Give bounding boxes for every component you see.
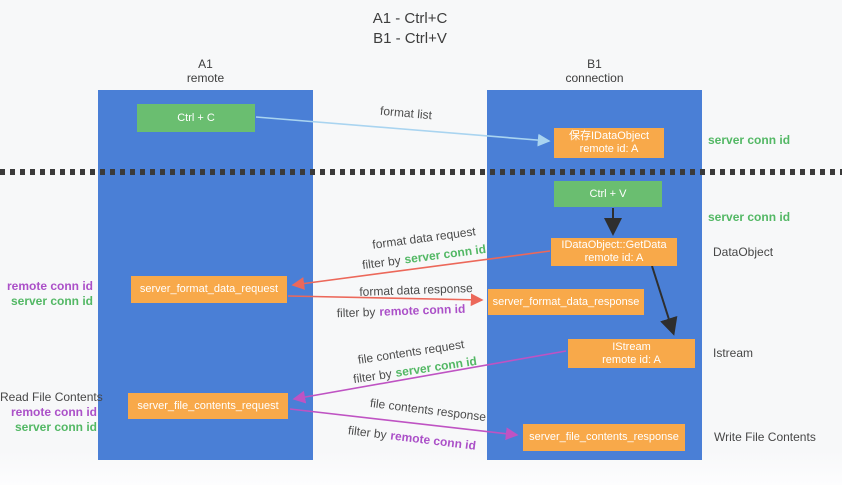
server-conn-id-label: server conn id (10, 294, 93, 308)
edge-label-file-contents-response-text: file contents response (369, 395, 487, 425)
remote-conn-id-label: remote conn id (6, 279, 93, 293)
dashed-separator-line (0, 169, 842, 175)
edge-label-format-list: format list (379, 104, 432, 122)
node-save-idataobject-line2: remote id: A (579, 143, 639, 155)
node-server-file-contents-response-label: server_file_contents_response (529, 431, 679, 443)
filter-by-text: filter by (361, 253, 402, 273)
node-ctrl-v-label: Ctrl + V (589, 187, 627, 200)
node-istream: IStream remote id: A (568, 339, 695, 368)
left-labels-file-request: Read File Contents remote conn id server… (0, 390, 103, 435)
right-label-dataobject: DataObject (713, 245, 773, 260)
node-server-file-contents-request-label: server_file_contents_request (137, 399, 279, 412)
diagram-title: A1 - Ctrl+C B1 - Ctrl+V (0, 9, 820, 49)
left-labels-format-request: remote conn id server conn id (0, 279, 93, 309)
lane-a1-name: A1 (198, 57, 213, 71)
remote-conn-id-text: remote conn id (379, 301, 466, 319)
right-label-write-file-contents: Write File Contents (714, 430, 816, 445)
lane-b1-subtitle: connection (565, 71, 624, 85)
node-idataobject-getdata-line1: IDataObject::GetData (561, 239, 667, 251)
node-save-idataobject: 保存IDataObject remote id: A (554, 128, 664, 158)
write-file-contents-label: Write File Contents (714, 430, 816, 444)
filter-by-text: filter by (347, 423, 388, 442)
filter-by-text: filter by (336, 304, 376, 321)
node-istream-line2: remote id: A (602, 353, 661, 366)
istream-label: Istream (713, 346, 754, 360)
server-conn-id-label: server conn id (708, 210, 791, 224)
dataobject-label: DataObject (713, 245, 774, 259)
title-line-2: B1 - Ctrl+V (373, 30, 447, 47)
edge-label-format-data-response-text: format data response (359, 281, 473, 299)
title-line-1: A1 - Ctrl+C (372, 10, 448, 27)
node-server-format-data-response: server_format_data_response (488, 289, 644, 315)
remote-conn-id-text: remote conn id (389, 428, 477, 453)
node-ctrl-c: Ctrl + C (137, 104, 255, 132)
lane-header-a1: A1 remote (98, 57, 313, 85)
lane-header-b1: B1 connection (487, 57, 702, 85)
remote-conn-id-label: remote conn id (10, 405, 97, 419)
node-istream-line1: IStream (612, 340, 651, 353)
server-conn-id-label: server conn id (14, 420, 97, 434)
right-label-istream: Istream (713, 346, 753, 361)
edge-label-format-list-text: format list (379, 103, 433, 123)
server-conn-id-label: server conn id (708, 133, 791, 147)
filter-by-text: filter by (352, 366, 393, 387)
node-server-format-data-request: server_format_data_request (131, 276, 287, 303)
node-server-file-contents-request: server_file_contents_request (128, 393, 288, 419)
right-label-server-conn-id-mid: server conn id (708, 210, 790, 225)
node-ctrl-c-label: Ctrl + C (177, 111, 215, 124)
edge-label-file-contents-response: file contents response (369, 396, 487, 424)
node-save-idataobject-line1: 保存IDataObject (568, 130, 650, 142)
edge-label-format-data-response: format data response (359, 281, 473, 299)
read-file-contents-label: Read File Contents (0, 390, 103, 404)
lane-b1-name: B1 (587, 57, 602, 71)
node-idataobject-getdata: IDataObject::GetData remote id: A (551, 238, 677, 266)
node-server-file-contents-response: server_file_contents_response (523, 424, 685, 451)
node-server-format-data-response-label: server_format_data_response (492, 295, 640, 308)
right-label-server-conn-id-top: server conn id (708, 133, 790, 148)
node-server-format-data-request-label: server_format_data_request (139, 283, 279, 295)
node-idataobject-getdata-line2: remote id: A (584, 252, 644, 264)
node-ctrl-v: Ctrl + V (554, 181, 662, 207)
lane-a1-subtitle: remote (186, 71, 225, 85)
